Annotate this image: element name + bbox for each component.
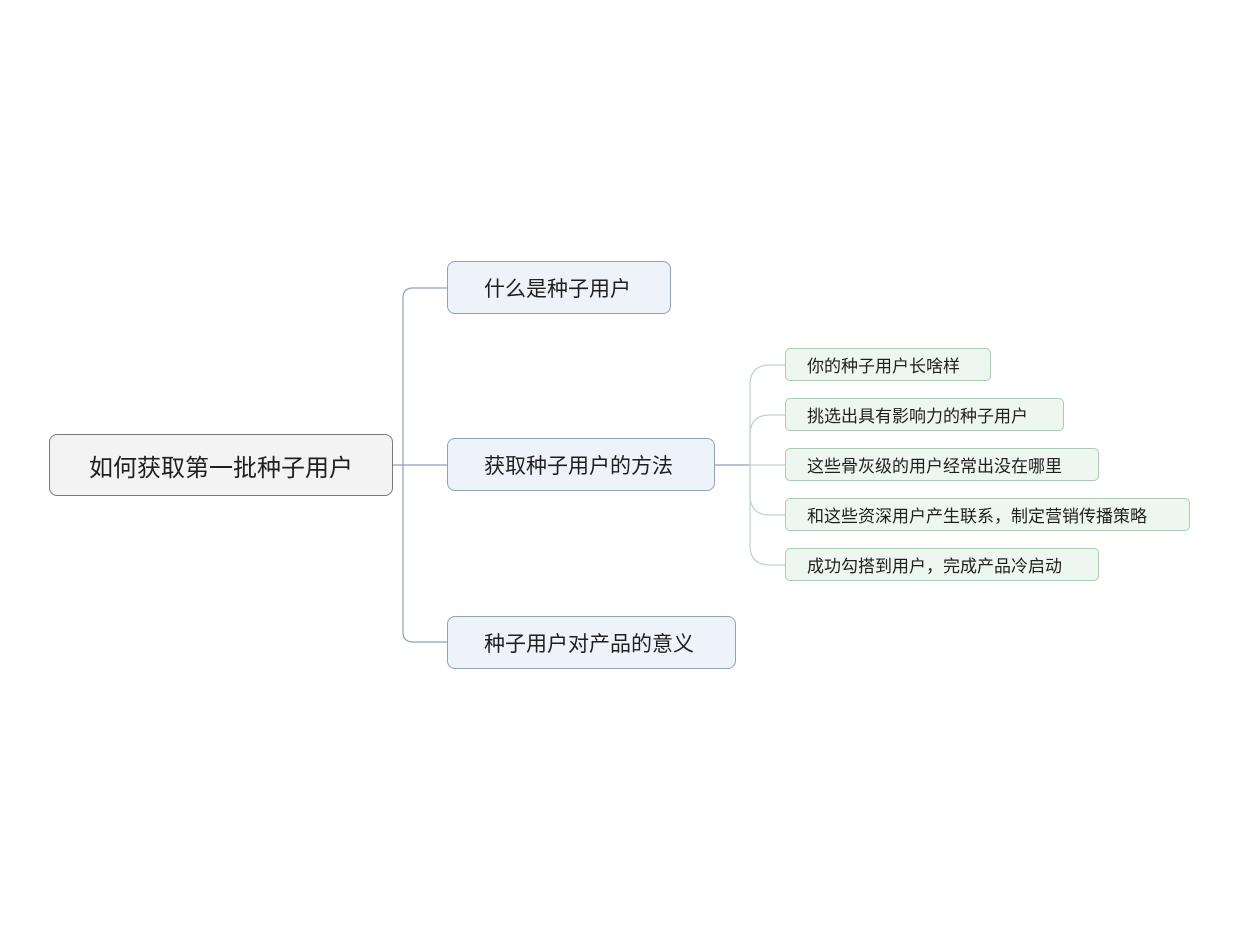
branch-topic-label: 种子用户对产品的意义 (484, 631, 694, 656)
subtopic-select-influential-users[interactable]: 挑选出具有影响力的种子用户 (785, 398, 1064, 431)
root-topic-label: 如何获取第一批种子用户 (89, 453, 353, 482)
connector-root-to-branch-2 (402, 465, 447, 643)
root-topic[interactable]: 如何获取第一批种子用户 (49, 434, 393, 496)
subtopic-cold-start[interactable]: 成功勾搭到用户，完成产品冷启动 (785, 548, 1099, 581)
connector-branch-1-to-leaf-4 (749, 465, 785, 566)
subtopic-seed-user-profile[interactable]: 你的种子用户长啥样 (785, 348, 991, 381)
connector-branch-1-to-leaf-3 (749, 465, 785, 516)
subtopic-label: 和这些资深用户产生联系，制定营销传播策略 (807, 507, 1147, 527)
branch-topic-label: 获取种子用户的方法 (484, 453, 673, 478)
subtopic-where-users-hang-out[interactable]: 这些骨灰级的用户经常出没在哪里 (785, 448, 1099, 481)
connector-branch-1-to-leaf-0 (749, 364, 785, 465)
connector-branch-1-to-leaf-1 (749, 414, 785, 465)
branch-topic-methods[interactable]: 获取种子用户的方法 (447, 438, 715, 491)
branch-topic-label: 什么是种子用户 (484, 276, 631, 301)
subtopic-label: 挑选出具有影响力的种子用户 (807, 407, 1028, 427)
connector-root-to-branch-0 (402, 287, 447, 465)
branch-topic-significance[interactable]: 种子用户对产品的意义 (447, 616, 736, 669)
branch-topic-what-is-seed-user[interactable]: 什么是种子用户 (447, 261, 671, 314)
subtopic-label: 成功勾搭到用户，完成产品冷启动 (807, 557, 1062, 577)
subtopic-label: 你的种子用户长啥样 (807, 357, 960, 377)
subtopic-connect-and-marketing-strategy[interactable]: 和这些资深用户产生联系，制定营销传播策略 (785, 498, 1190, 531)
subtopic-label: 这些骨灰级的用户经常出没在哪里 (807, 457, 1062, 477)
